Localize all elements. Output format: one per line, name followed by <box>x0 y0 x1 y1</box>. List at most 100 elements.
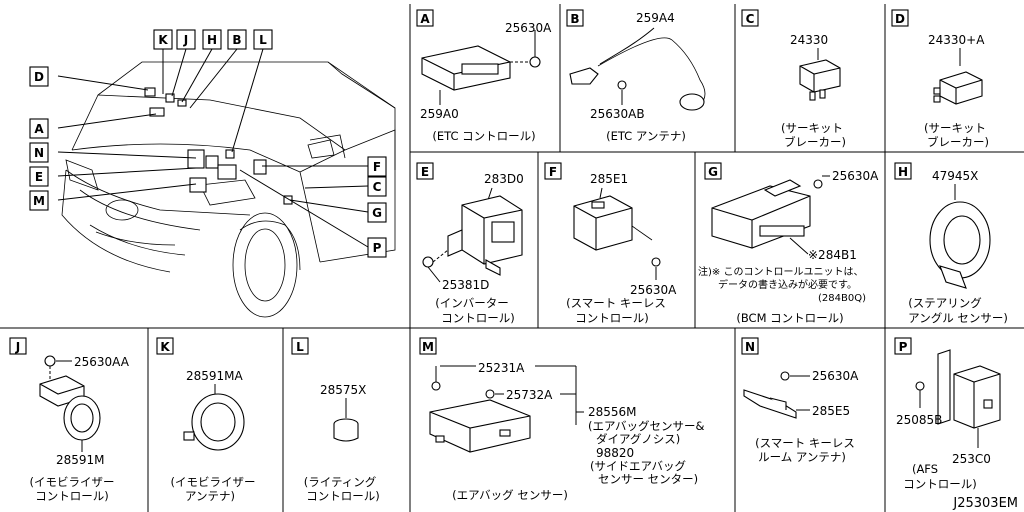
panel-f: F 285E1 25630A (スマート キーレス コントロール) <box>544 162 677 325</box>
afs-control-unit <box>937 349 1001 429</box>
callout-g: G <box>372 206 382 220</box>
part-284B1: ※284B1 <box>808 248 857 262</box>
caption-p-line2: コントロール) <box>903 477 977 491</box>
note-line1: 注)※ このコントロールユニットは、 <box>698 265 863 278</box>
caption-e-line1: (インバーター <box>435 296 509 310</box>
part-25381D: 25381D <box>442 278 489 292</box>
callout-b: B <box>232 33 241 47</box>
panel-h-letter: H <box>898 165 908 179</box>
part-98820: 98820 <box>596 446 634 460</box>
callout-e: E <box>35 170 43 184</box>
part-25231A: 25231A <box>478 361 525 375</box>
part-28591MA: 28591MA <box>186 369 244 383</box>
caption-etc-antenna: (ETC アンテナ) <box>606 129 686 143</box>
part-28556M: 28556M <box>588 405 637 419</box>
part-259A4: 259A4 <box>636 11 675 25</box>
desc-28556M-line2: ダイアグノシス) <box>596 432 680 446</box>
part-28591M: 28591M <box>56 453 105 467</box>
lighting-control-unit <box>333 418 359 442</box>
part-283D0: 283D0 <box>484 172 524 186</box>
panel-p-letter: P <box>899 340 908 354</box>
panel-a: A 25630A 259A0 (ETC コントロール) <box>416 9 552 143</box>
bcm-control-unit <box>711 179 811 249</box>
panel-b-letter: B <box>570 12 579 26</box>
panel-l-letter: L <box>296 340 304 354</box>
part-285E1: 285E1 <box>590 172 628 186</box>
panel-j: J 25630AA 28591M (イモビライザー コントロール) <box>9 337 130 503</box>
caption-f-line1: (スマート キーレス <box>566 296 666 310</box>
callout-m: M <box>33 194 45 208</box>
panel-n: N 25630A 285E5 (スマート キーレス ルーム アンテナ) <box>741 337 859 464</box>
panel-d: D 24330+A (サーキット ブレーカー) <box>891 9 989 149</box>
circuit-breaker-d <box>933 71 983 105</box>
caption-f-line2: コントロール) <box>575 311 649 325</box>
part-253C0: 253C0 <box>952 452 991 466</box>
callout-d: D <box>34 70 44 84</box>
etc-control-unit <box>421 45 511 91</box>
steering-angle-sensor <box>929 201 991 289</box>
part-25630A-g: 25630A <box>832 169 879 183</box>
smart-keyless-control-unit <box>573 195 633 251</box>
panel-m: M 25231A 25732A 28556M (エアバッグセンサー& ダイアグノ… <box>419 337 705 502</box>
panel-k: K 28591MA (イモビライザー アンテナ) <box>156 337 256 503</box>
vehicle-overview: K J H B L D A N E M F C G P <box>29 29 396 318</box>
circuit-breaker-c <box>799 59 841 101</box>
caption-h-line2: アングル センサー) <box>908 311 1008 325</box>
part-28575X: 28575X <box>320 383 366 397</box>
caption-p-line1: (AFS <box>912 462 938 476</box>
desc-28556M-line1: (エアバッグセンサー& <box>588 419 705 433</box>
panel-l: L 28575X (ライティング コントロール) <box>291 337 380 503</box>
part-25630A-n: 25630A <box>812 369 859 383</box>
part-24330: 24330 <box>790 33 828 47</box>
part-24330+A: 24330+A <box>928 33 985 47</box>
caption-c-line2: ブレーカー) <box>784 135 846 149</box>
panel-k-letter: K <box>160 340 170 354</box>
callout-k: K <box>158 33 168 47</box>
callout-j: J <box>183 33 188 47</box>
caption-k-line2: アンテナ) <box>185 489 235 503</box>
callout-leaders <box>57 48 369 248</box>
immobilizer-control-unit <box>39 375 101 441</box>
caption-etc-control: (ETC コントロール) <box>432 129 535 143</box>
callout-boxes <box>29 29 387 258</box>
panel-c: C 24330 (サーキット ブレーカー) <box>741 9 846 149</box>
note-line3: (284B0Q) <box>818 293 866 304</box>
part-25630A-f: 25630A <box>630 283 677 297</box>
diagram-id: J25303EM <box>952 496 1018 511</box>
callout-n: N <box>34 146 44 160</box>
callout-l: L <box>259 33 267 47</box>
panel-m-letter: M <box>422 340 434 354</box>
callout-p: P <box>373 241 382 255</box>
panel-e-letter: E <box>421 165 429 179</box>
callout-a: A <box>34 122 44 136</box>
callout-c: C <box>373 180 382 194</box>
car-components <box>144 87 293 205</box>
callout-f: F <box>373 160 381 174</box>
caption-bcm: (BCM コントロール) <box>736 311 843 325</box>
panel-h: H 47945X (ステアリング アングル センサー) <box>894 162 1008 325</box>
panel-j-letter: J <box>15 340 20 354</box>
part-285E5: 285E5 <box>812 404 850 418</box>
panel-b: B 259A4 25630AB (ETC アンテナ) <box>566 9 706 143</box>
callout-h: H <box>207 33 217 47</box>
caption-airbag-sensor: (エアバッグ センサー) <box>452 488 568 502</box>
caption-n-line2: ルーム アンテナ) <box>758 450 846 464</box>
desc-98820-line1: (サイドエアバッグ <box>590 459 687 473</box>
panel-grid <box>0 4 1024 512</box>
desc-98820-line2: センサー センター) <box>598 472 698 486</box>
caption-j-line1: (イモビライザー <box>30 475 115 489</box>
panel-n-letter: N <box>745 340 755 354</box>
panel-a-letter: A <box>420 12 430 26</box>
inverter-control-unit <box>447 195 523 276</box>
part-25732A: 25732A <box>506 388 553 402</box>
caption-d-line1: (サーキット <box>924 121 986 135</box>
part-259A0: 259A0 <box>420 107 459 121</box>
caption-c-line1: (サーキット <box>781 121 843 135</box>
caption-e-line2: コントロール) <box>441 311 515 325</box>
caption-d-line2: ブレーカー) <box>927 135 989 149</box>
part-47945X: 47945X <box>932 169 978 183</box>
part-25630A: 25630A <box>505 21 552 35</box>
part-25085B: 25085B <box>896 413 942 427</box>
panel-f-letter: F <box>549 165 557 179</box>
